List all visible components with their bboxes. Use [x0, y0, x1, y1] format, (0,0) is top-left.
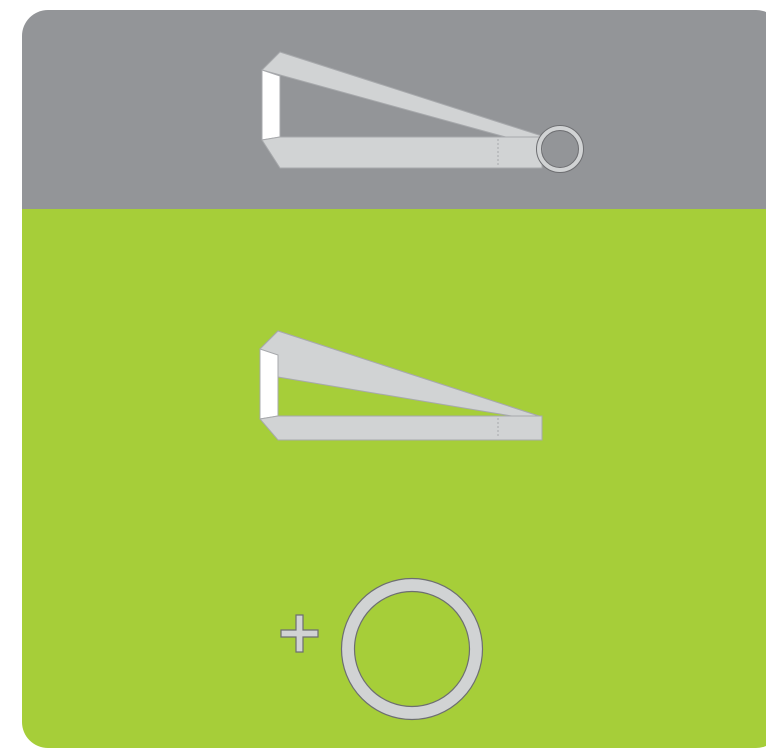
plus-icon	[277, 611, 327, 661]
assembled-lanyard-panel	[22, 10, 766, 209]
lanyard-strap-with-ring-icon	[22, 10, 766, 209]
key-ring-icon	[332, 569, 492, 729]
parts-panel	[22, 209, 766, 748]
product-card	[22, 10, 766, 748]
